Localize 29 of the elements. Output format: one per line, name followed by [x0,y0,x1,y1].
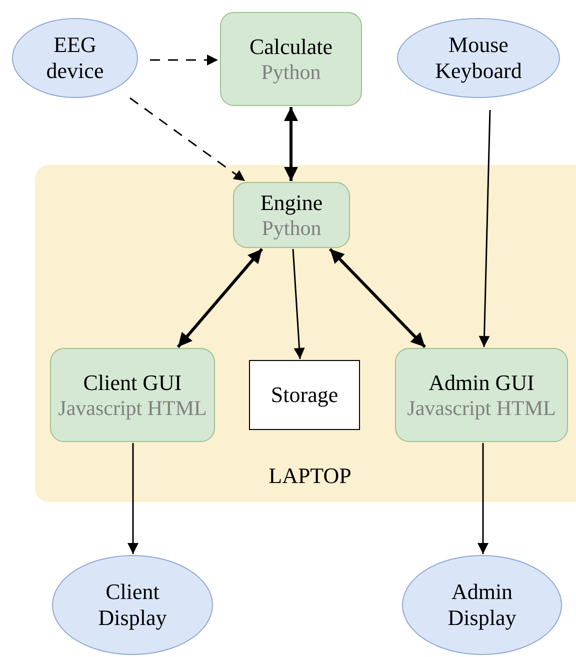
arrow [176,248,264,348]
node-title: EEG device [45,32,105,84]
process-box [220,12,362,106]
node-subtitle: Python [261,60,321,84]
node-title: Client GUI [83,370,182,396]
node-subtitle: Javascript HTML [407,396,556,420]
process-box [50,348,215,442]
node-subtitle: Python [262,216,322,240]
node-subtitle: Javascript HTML [58,396,207,420]
node-title: Mouse Keyboard [434,32,523,84]
arrow [150,54,218,66]
arrow [292,248,305,360]
node-title: Admin GUI [428,370,534,396]
node-title: Client Display [97,579,168,631]
process-box [233,182,350,248]
node-title: Admin Display [446,579,518,631]
arrow [130,97,246,182]
process-box [395,348,568,442]
node-title: Engine [260,190,323,216]
arrow [128,443,138,554]
node-title: Storage [270,382,338,408]
storage-box [249,360,360,430]
node-title: Calculate [249,34,333,60]
region-label: LAPTOP [268,463,352,489]
arrow [284,107,298,181]
arrow [478,443,488,554]
laptop-region [35,165,576,502]
arrow [478,110,491,348]
arrow [328,248,426,348]
